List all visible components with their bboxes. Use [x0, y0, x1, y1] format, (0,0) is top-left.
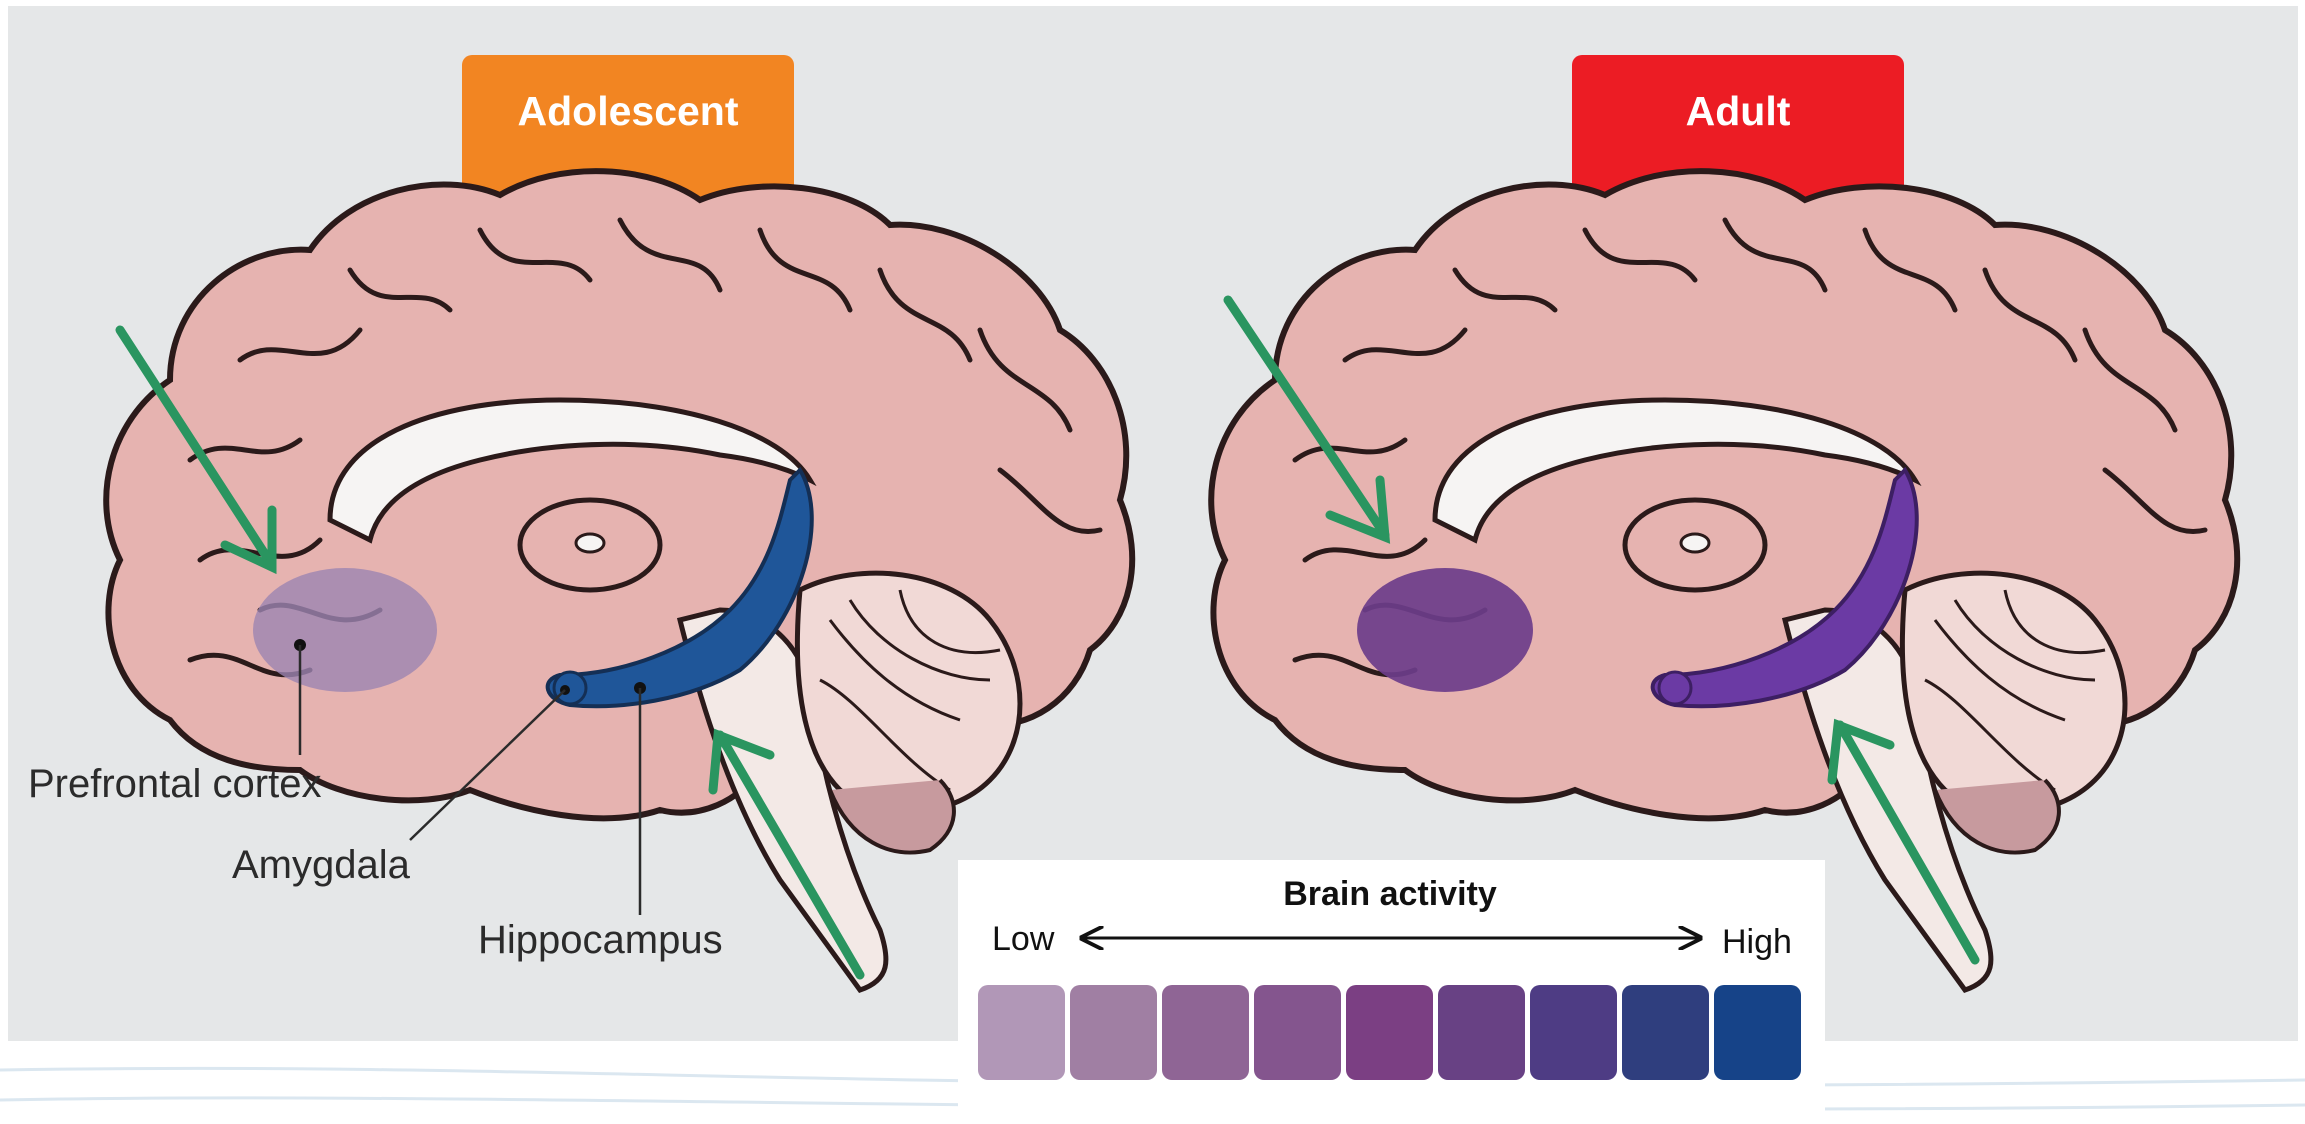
adult-title: Adult: [1686, 88, 1791, 134]
hippocampus-label: Hippocampus: [478, 918, 723, 962]
prefrontal-cortex-label: Prefrontal cortex: [28, 762, 321, 806]
legend-swatches: [978, 985, 1801, 1080]
brain-activity-legend: Brain activity Low High: [958, 860, 1825, 1124]
legend-swatch-9: [1714, 985, 1801, 1080]
legend-low-label: Low: [992, 920, 1055, 958]
adult-prefrontal-highlight: [1357, 568, 1533, 692]
legend-swatch-8: [1622, 985, 1709, 1080]
legend-swatch-4: [1254, 985, 1341, 1080]
legend-swatch-7: [1530, 985, 1617, 1080]
legend-swatch-1: [978, 985, 1065, 1080]
legend-swatch-2: [1070, 985, 1157, 1080]
adolescent-prefrontal-highlight: [253, 568, 437, 692]
legend-swatch-3: [1162, 985, 1249, 1080]
adolescent-title: Adolescent: [518, 88, 739, 134]
amygdala-label: Amygdala: [232, 843, 411, 887]
legend-swatch-6: [1438, 985, 1525, 1080]
legend-high-label: High: [1722, 923, 1792, 961]
legend-swatch-5: [1346, 985, 1433, 1080]
legend-title: Brain activity: [1283, 875, 1497, 913]
